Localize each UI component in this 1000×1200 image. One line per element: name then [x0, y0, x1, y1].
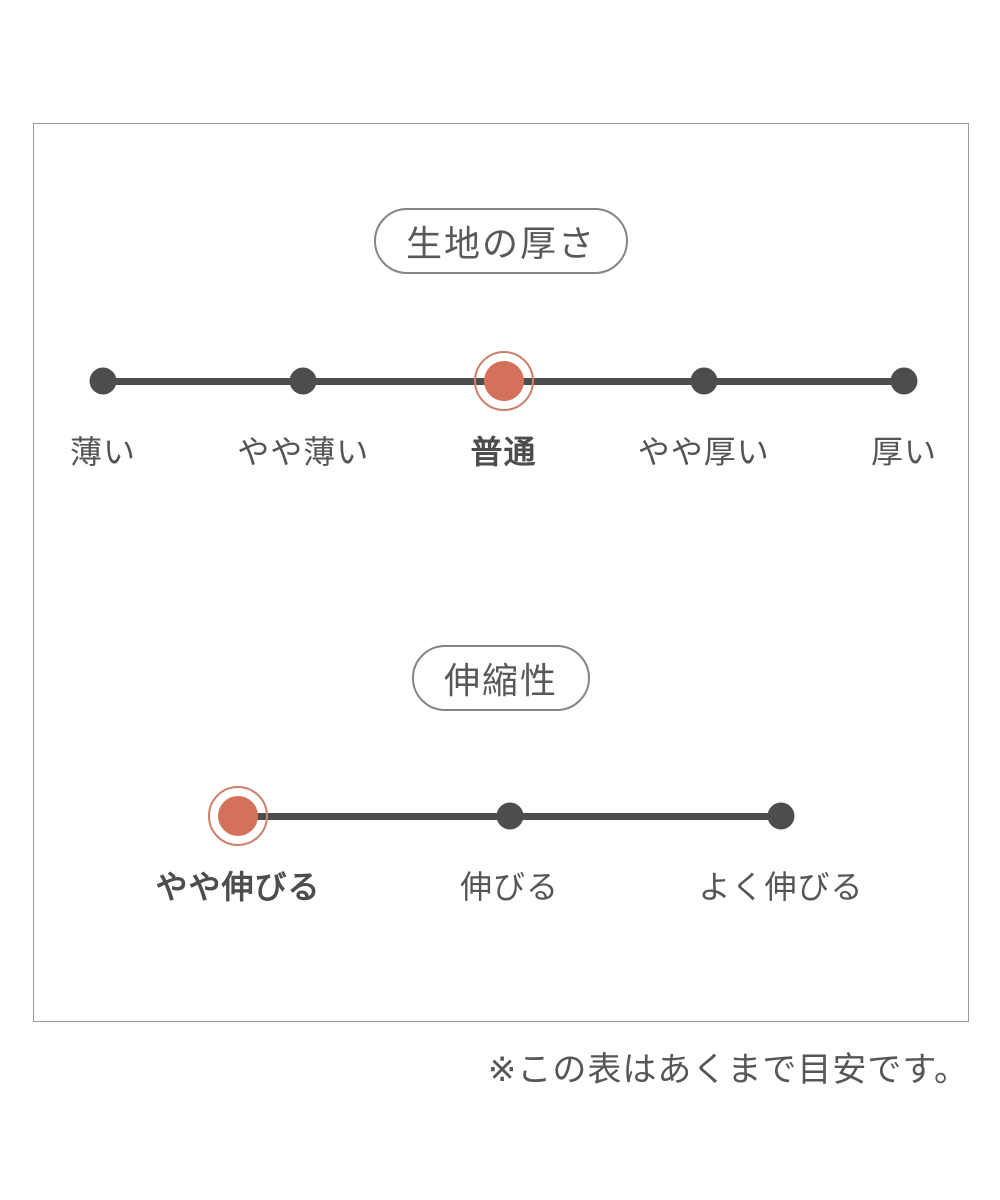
scale-label: よく伸びる: [698, 869, 864, 905]
scale-label: 厚い: [870, 434, 938, 470]
scale-label: やや厚い: [637, 434, 770, 470]
scale-dot-selected: [208, 786, 268, 846]
scale-label: 普通: [470, 434, 537, 470]
thickness-title-pill: 生地の厚さ: [373, 208, 629, 274]
scale-dot: [767, 802, 795, 830]
scale-label: やや薄い: [237, 434, 370, 470]
scale-dot-selected: [473, 351, 534, 411]
scale-label: やや伸びる: [155, 869, 321, 905]
scale-dot: [289, 367, 317, 395]
guide-frame: 生地の厚さ 薄い やや薄い 普通 やや厚い 厚い 伸縮性 やや伸びる 伸びる よく伸びる: [33, 123, 969, 1022]
scale-dot: [690, 367, 718, 395]
scale-label: 薄い: [69, 434, 137, 470]
scale-label: 伸びる: [459, 869, 560, 905]
scale-dot: [89, 367, 117, 395]
scale-dot: [496, 802, 523, 830]
stretch-title-pill: 伸縮性: [411, 645, 591, 711]
scale-dot: [890, 367, 918, 395]
disclaimer-note: ※この表はあくまで目安です。: [487, 1051, 969, 1089]
